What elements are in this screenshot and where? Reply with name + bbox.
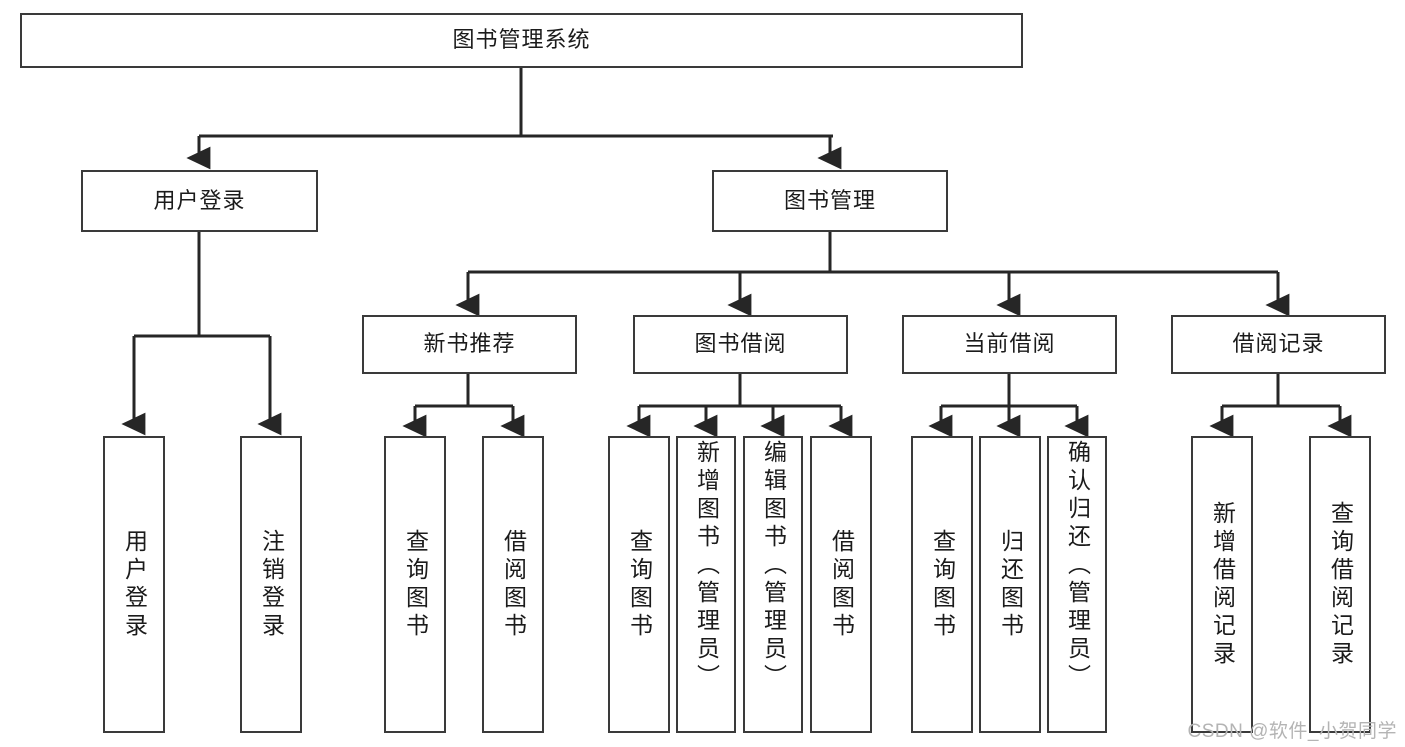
- node-new-book-rec-label: 新书推荐: [423, 331, 516, 357]
- leaf-rec-borrow-label: 借阅图书: [500, 528, 527, 641]
- leaf-user-logout[interactable]: 注销登录: [240, 436, 302, 733]
- leaf-rec-borrow[interactable]: 借阅图书: [482, 436, 544, 733]
- leaf-borrow-query-label: 查询图书: [626, 528, 653, 641]
- leaf-cur-confirm[interactable]: 确认归还（管理员）: [1047, 436, 1107, 733]
- leaf-record-add[interactable]: 新增借阅记录: [1191, 436, 1253, 733]
- leaf-borrow-lend[interactable]: 借阅图书: [810, 436, 872, 733]
- node-user-login[interactable]: 用户登录: [81, 170, 318, 232]
- node-current-borrow[interactable]: 当前借阅: [902, 315, 1117, 374]
- leaf-cur-query-label: 查询图书: [929, 528, 956, 641]
- leaf-rec-query-label: 查询图书: [402, 528, 429, 641]
- leaf-cur-confirm-label: 确认归还（管理员）: [1064, 440, 1091, 692]
- leaf-borrow-lend-label: 借阅图书: [828, 528, 855, 641]
- leaf-user-logout-label: 注销登录: [258, 528, 285, 641]
- leaf-borrow-query[interactable]: 查询图书: [608, 436, 670, 733]
- leaf-borrow-add[interactable]: 新增图书（管理员）: [676, 436, 736, 733]
- node-current-borrow-label: 当前借阅: [963, 331, 1056, 357]
- node-root[interactable]: 图书管理系统: [20, 13, 1023, 68]
- leaf-user-login-label: 用户登录: [121, 528, 148, 641]
- node-borrow-record[interactable]: 借阅记录: [1171, 315, 1386, 374]
- node-book-borrow-label: 图书借阅: [694, 331, 787, 357]
- leaf-user-login[interactable]: 用户登录: [103, 436, 165, 733]
- node-borrow-record-label: 借阅记录: [1232, 331, 1325, 357]
- leaf-cur-return-label: 归还图书: [997, 528, 1024, 641]
- node-book-manage-label: 图书管理: [783, 187, 876, 213]
- leaf-borrow-edit[interactable]: 编辑图书（管理员）: [743, 436, 803, 733]
- leaf-cur-return[interactable]: 归还图书: [979, 436, 1041, 733]
- node-root-label: 图书管理系统: [452, 27, 591, 53]
- leaf-borrow-add-label: 新增图书（管理员）: [693, 440, 720, 692]
- node-book-borrow[interactable]: 图书借阅: [633, 315, 848, 374]
- leaf-rec-query[interactable]: 查询图书: [384, 436, 446, 733]
- leaf-cur-query[interactable]: 查询图书: [911, 436, 973, 733]
- leaf-record-query-label: 查询借阅记录: [1327, 500, 1354, 669]
- leaf-record-add-label: 新增借阅记录: [1209, 500, 1236, 669]
- node-book-manage[interactable]: 图书管理: [712, 170, 948, 232]
- node-user-login-label: 用户登录: [153, 187, 246, 213]
- leaf-record-query[interactable]: 查询借阅记录: [1309, 436, 1371, 733]
- leaf-borrow-edit-label: 编辑图书（管理员）: [760, 440, 787, 692]
- node-new-book-rec[interactable]: 新书推荐: [362, 315, 577, 374]
